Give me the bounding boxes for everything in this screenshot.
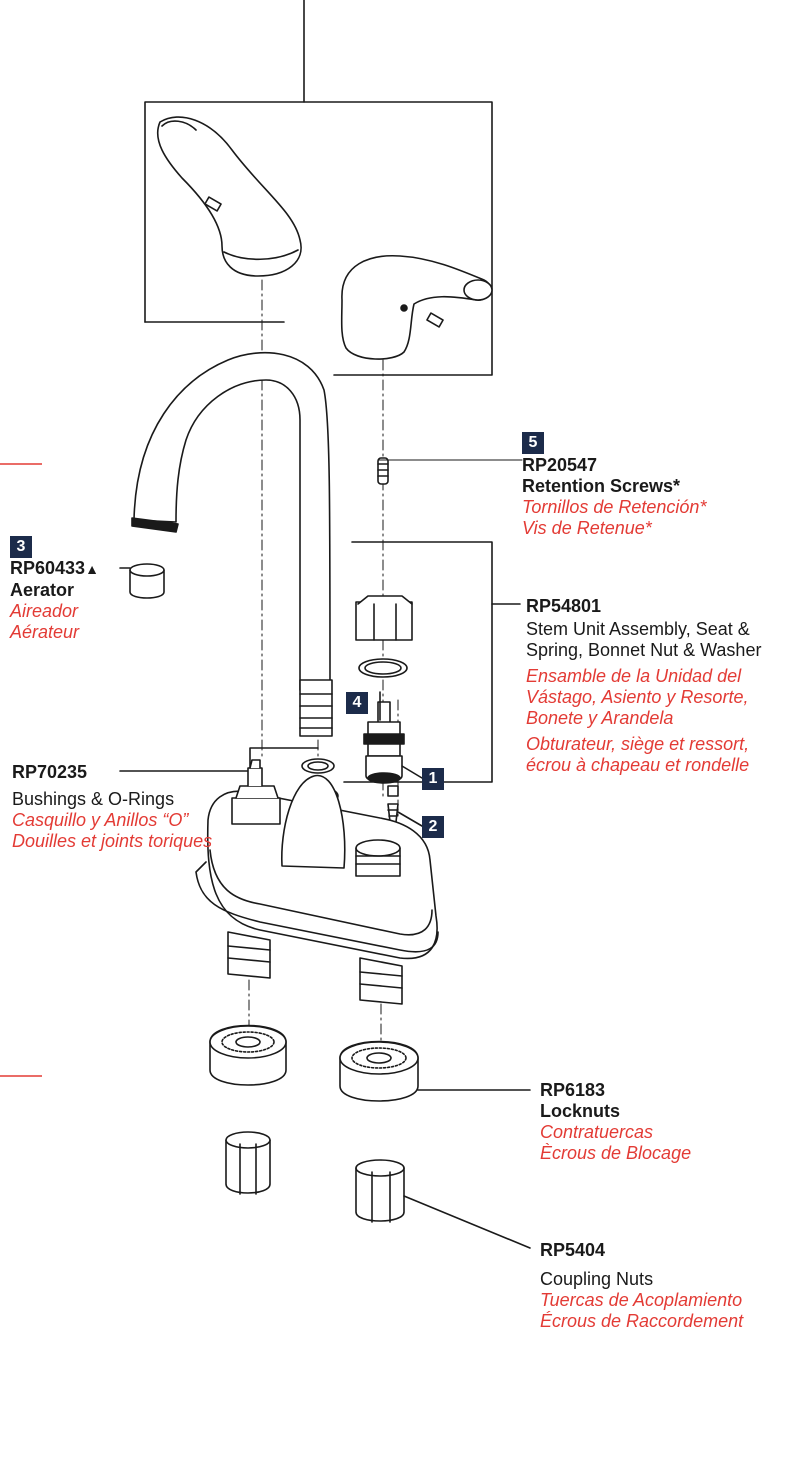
label-aerator: RP60433▲ Aerator Aireador Aérateur bbox=[10, 558, 99, 643]
name-en: Locknuts bbox=[540, 1101, 621, 1121]
name-es-line1: Ensamble de la Unidad del bbox=[526, 666, 742, 686]
coupling-nut-left-drawing bbox=[225, 1131, 271, 1195]
name-en-line1: Stem Unit Assembly, Seat & bbox=[526, 619, 750, 639]
name-es: Aireador bbox=[10, 601, 79, 621]
part-number: RP6183 bbox=[540, 1080, 606, 1100]
part-number: RP60433 bbox=[10, 558, 86, 578]
name-fr: Douilles et joints toriques bbox=[12, 831, 213, 851]
locknut-right-drawing bbox=[339, 1040, 419, 1102]
name-es: Contratuercas bbox=[540, 1122, 654, 1142]
coupling-nut-right-drawing bbox=[355, 1159, 405, 1223]
name-en: Bushings & O-Rings bbox=[12, 789, 175, 809]
name-fr-line2: écrou à chapeau et rondelle bbox=[526, 755, 750, 775]
left-handle-drawing bbox=[156, 116, 302, 277]
label-coupling-nuts: RP5404 Coupling Nuts Tuercas de Acoplami… bbox=[540, 1240, 743, 1332]
callout-badge-4: 4 bbox=[346, 692, 368, 714]
label-bushings: RP70235 Bushings & O-Rings Casquillo y A… bbox=[12, 762, 212, 852]
name-fr-line1: Obturateur, siège et ressort, bbox=[526, 734, 750, 754]
label-locknuts: RP6183 Locknuts Contratuercas Ècrous de … bbox=[540, 1080, 691, 1164]
part-number: RP20547 bbox=[522, 455, 598, 475]
set-screw-right bbox=[426, 312, 444, 328]
name-es-line2: Vástago, Asiento y Resorte, bbox=[526, 687, 749, 707]
locknut-left-drawing bbox=[209, 1024, 287, 1086]
name-fr: Ècrous de Blocage bbox=[540, 1143, 692, 1163]
name-en: Retention Screws* bbox=[522, 476, 681, 496]
callout-badge-2: 2 bbox=[422, 816, 444, 838]
coupling-nuts-leader bbox=[403, 1195, 531, 1249]
name-es: Casquillo y Anillos “O” bbox=[12, 810, 189, 830]
callout-badge-1: 1 bbox=[422, 768, 444, 790]
label-retention-screws: RP20547 Retention Screws* Tornillos de R… bbox=[522, 455, 706, 539]
retention-screw-drawing bbox=[377, 457, 389, 485]
callout-badge-5: 5 bbox=[522, 432, 544, 454]
stem-cartridge-drawing bbox=[363, 701, 405, 784]
name-es-line3: Bonete y Arandela bbox=[526, 708, 674, 728]
callout-badge-3: 3 bbox=[10, 536, 32, 558]
faucet-base-drawing bbox=[195, 759, 439, 1005]
name-en: Coupling Nuts bbox=[540, 1269, 654, 1289]
bonnet-nut-drawing bbox=[355, 595, 413, 641]
part-number-line: RP60433▲ bbox=[10, 558, 99, 580]
handle-box-outline bbox=[144, 101, 493, 376]
set-screw-left bbox=[204, 196, 222, 212]
part-number: RP5404 bbox=[540, 1240, 606, 1260]
part-number: RP54801 bbox=[526, 596, 602, 616]
seat-spring-drawing bbox=[387, 785, 399, 823]
name-en-line2: Spring, Bonnet Nut & Washer bbox=[526, 640, 762, 660]
name-es: Tornillos de Retención* bbox=[522, 497, 707, 517]
name-fr: Vis de Retenue* bbox=[522, 518, 652, 538]
stem-unit-bracket bbox=[343, 541, 493, 783]
label-stem-unit: RP54801 Stem Unit Assembly, Seat & Sprin… bbox=[526, 596, 761, 776]
name-es: Tuercas de Acoplamiento bbox=[540, 1290, 743, 1310]
name-fr: Aérateur bbox=[10, 622, 80, 642]
part-number: RP70235 bbox=[12, 762, 88, 782]
name-en: Aerator bbox=[10, 580, 75, 600]
spout-drawing bbox=[131, 351, 333, 737]
triangle-marker: ▲ bbox=[85, 561, 99, 577]
aerator-drawing bbox=[129, 563, 165, 599]
right-handle-drawing bbox=[340, 254, 493, 360]
name-fr: Écrous de Raccordement bbox=[540, 1311, 744, 1331]
